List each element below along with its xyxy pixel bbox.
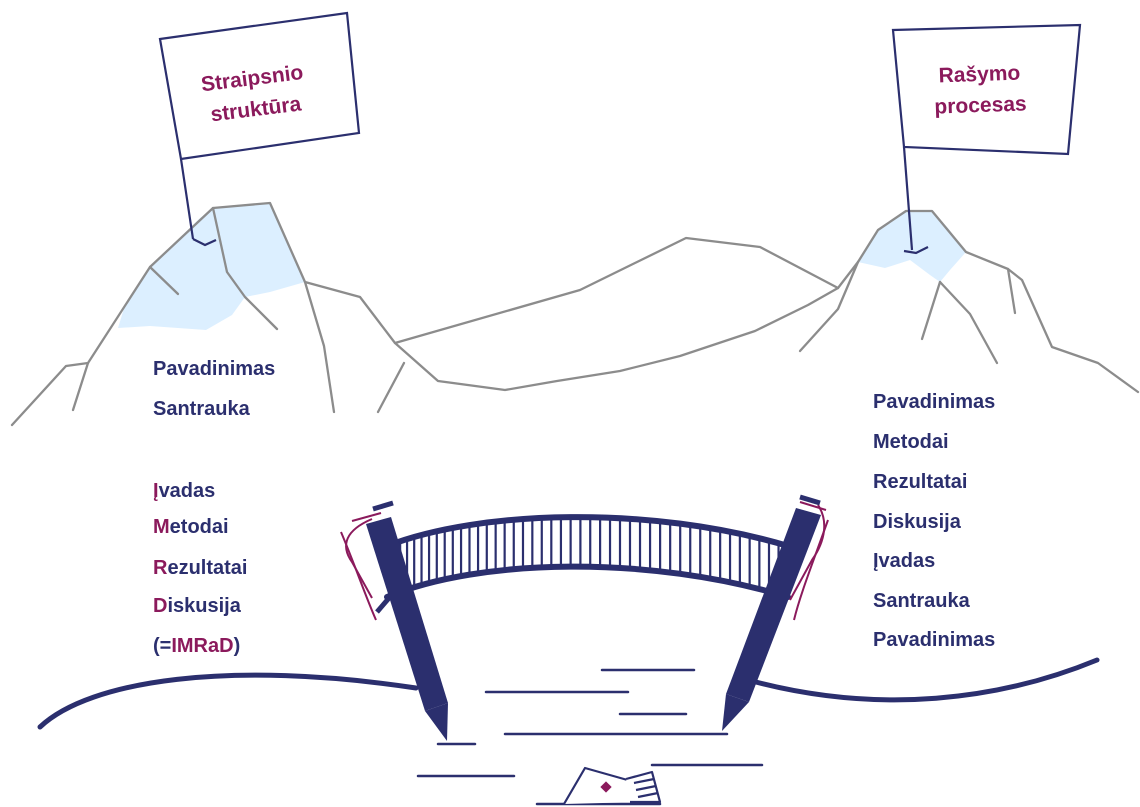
left-peak-ridge-c [305,282,334,412]
left-river-bank [40,675,416,727]
left-list-item-abstract: Santrauka [153,397,250,421]
left-pen-hook [346,519,372,598]
acronym-letter: M [153,516,170,538]
right-list-item: Pavadinimas [873,628,995,652]
left-list-item-discussion: Diskusija [153,594,241,618]
word-rest: etodai [170,516,229,538]
left-list-item-title: Pavadinimas [153,357,275,381]
imrad-close: ) [234,635,241,657]
left-list-item-methods: Metodai [153,515,229,539]
imrad-note: (=IMRaD) [153,634,240,658]
imrad-acronym: IMRaD [171,635,233,657]
ice-caps [118,203,966,330]
left-list-item-introduction: Įvadas [153,479,215,503]
river-banks [40,660,1097,727]
acronym-letter: D [153,595,167,617]
left-peak-ice [118,203,305,330]
right-river-bank [752,660,1097,700]
bridge-post [377,598,389,612]
word-rest: ezultatai [167,557,247,579]
word-rest: vadas [159,480,216,502]
right-list-item: Įvadas [873,549,935,573]
right-peak-ridge-d [1008,269,1015,313]
bridge-deck [387,567,788,597]
right-peak-ridge-b [922,282,940,339]
right-list-item: Pavadinimas [873,390,995,414]
right-list-item: Rezultatai [873,470,967,494]
word-rest: iskusija [167,595,240,617]
bridge-icon [377,517,788,612]
bridge-top-rail [387,517,788,546]
valley-ridge-drop [378,363,404,412]
left-pen-cap [373,503,393,509]
left-flag-pole [181,159,193,239]
right-flag-title: Rašymo procesas [899,56,1061,124]
imrad-open: (= [153,635,171,657]
left-pen-icon [341,503,448,741]
right-peak-ridge-a [800,262,858,351]
right-peak-ridge-c [940,282,997,363]
right-list-item: Diskusija [873,510,961,534]
paper-boat-icon [564,768,660,804]
right-list-item: Santrauka [873,589,970,613]
valley-ridge-top [395,238,838,343]
left-list-item-results: Rezultatai [153,556,247,580]
left-peak-ridge-outer [73,363,88,410]
right-list-item: Metodai [873,430,949,454]
acronym-letter: R [153,557,167,579]
